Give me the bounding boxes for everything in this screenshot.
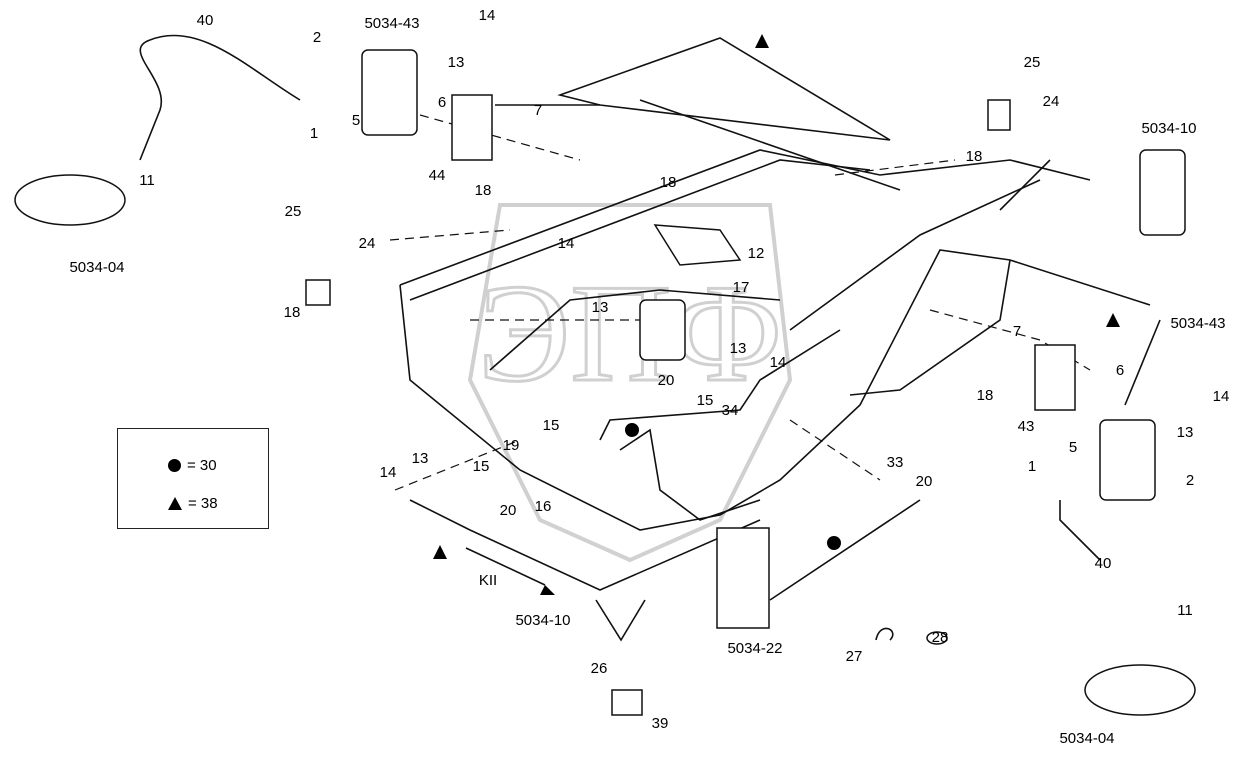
connector-5034-04-left <box>14 174 126 226</box>
valve-left <box>361 49 418 136</box>
circle-marker <box>827 536 841 550</box>
connector-5034-04-right <box>1084 664 1196 716</box>
callout-19: 19 <box>503 437 520 454</box>
callout-5034-43: 5034-43 <box>1170 315 1225 332</box>
callout-18: 18 <box>977 387 994 404</box>
callout-44: 44 <box>429 167 446 184</box>
callout-6: 6 <box>1116 362 1124 379</box>
frame-structure <box>139 34 1161 642</box>
circle-marker <box>625 423 639 437</box>
callout-40: 40 <box>1095 555 1112 572</box>
callout-14: 14 <box>558 235 575 252</box>
valve-5034-10 <box>1139 149 1186 236</box>
legend-label: = 30 <box>187 457 217 474</box>
callout-5: 5 <box>352 112 360 129</box>
callout-5034-04: 5034-04 <box>69 259 124 276</box>
callout-7: 7 <box>1013 323 1021 340</box>
circle-icon <box>168 459 181 472</box>
callout-14: 14 <box>479 7 496 24</box>
bracket-44 <box>451 94 493 161</box>
callout-15: 15 <box>697 392 714 409</box>
callout-17: 17 <box>733 279 750 296</box>
callout-14: 14 <box>770 354 787 371</box>
bracket-43 <box>1034 344 1076 411</box>
clamp-39 <box>611 689 643 716</box>
clamp-24-left <box>305 279 331 306</box>
callout-39: 39 <box>652 715 669 732</box>
triangle-marker <box>755 34 769 48</box>
callout-24: 24 <box>359 235 376 252</box>
callout-14: 14 <box>380 464 397 481</box>
callout-1: 1 <box>310 125 318 142</box>
callout-5034-10: 5034-10 <box>1141 120 1196 137</box>
callout-13: 13 <box>730 340 747 357</box>
watermark-letters: ЭПФ <box>478 256 782 411</box>
callout-25: 25 <box>1024 54 1041 71</box>
legend: = 30 = 38 <box>117 428 269 529</box>
arrow-head <box>540 585 555 595</box>
legend-item-triangle: = 38 <box>168 495 218 512</box>
callout-24: 24 <box>1043 93 1060 110</box>
callout-11: 11 <box>139 172 155 189</box>
callout-18: 18 <box>966 148 983 165</box>
callout-6: 6 <box>438 94 446 111</box>
callout-25: 25 <box>285 203 302 220</box>
part-27 <box>875 627 894 641</box>
callout-5034-10: 5034-10 <box>515 612 570 629</box>
components <box>14 49 1196 716</box>
callout-15: 15 <box>473 458 490 475</box>
watermark-logo: ЭПФ <box>467 203 793 563</box>
bracket-12 <box>653 224 742 266</box>
callout-2: 2 <box>1186 472 1194 489</box>
callout-14: 14 <box>1213 388 1230 405</box>
callout-18: 18 <box>284 304 301 321</box>
markers <box>433 34 1120 595</box>
callout-20: 20 <box>658 372 675 389</box>
callout-27: 27 <box>846 648 863 665</box>
callout-18: 18 <box>660 174 677 191</box>
legend-item-circle: = 30 <box>168 457 217 474</box>
callout-13: 13 <box>592 299 609 316</box>
callout-2: 2 <box>313 29 321 46</box>
callout-5034-22: 5034-22 <box>727 640 782 657</box>
callout-33: 33 <box>887 454 904 471</box>
callout-5034-04: 5034-04 <box>1059 730 1114 747</box>
callout-1: 1 <box>1028 458 1036 475</box>
callout-20: 20 <box>916 473 933 490</box>
callout-5034-43: 5034-43 <box>364 15 419 32</box>
callout-20: 20 <box>500 502 517 519</box>
callout-26: 26 <box>591 660 608 677</box>
callout-43: 43 <box>1018 418 1035 435</box>
callout-11: 11 <box>1177 602 1193 619</box>
triangle-marker <box>433 545 447 559</box>
callout-13: 13 <box>448 54 465 71</box>
callout-KII: KII <box>479 572 497 589</box>
valve-center <box>639 299 686 361</box>
callout-12: 12 <box>748 245 765 262</box>
part-28 <box>926 631 948 645</box>
legend-label: = 38 <box>188 495 218 512</box>
callout-16: 16 <box>535 498 552 515</box>
callout-13: 13 <box>1177 424 1194 441</box>
callout-7: 7 <box>534 102 542 119</box>
callout-5: 5 <box>1069 439 1077 456</box>
callout-13: 13 <box>412 450 429 467</box>
triangle-marker <box>1106 313 1120 327</box>
callout-15: 15 <box>543 417 560 434</box>
valve-right <box>1099 419 1156 501</box>
callout-18: 18 <box>475 182 492 199</box>
callout-40: 40 <box>197 12 214 29</box>
triangle-icon <box>168 497 182 510</box>
callout-34: 34 <box>722 402 739 419</box>
callout-28: 28 <box>932 629 949 646</box>
plate-5034-22 <box>716 527 770 629</box>
clamp-24-right <box>987 99 1011 131</box>
